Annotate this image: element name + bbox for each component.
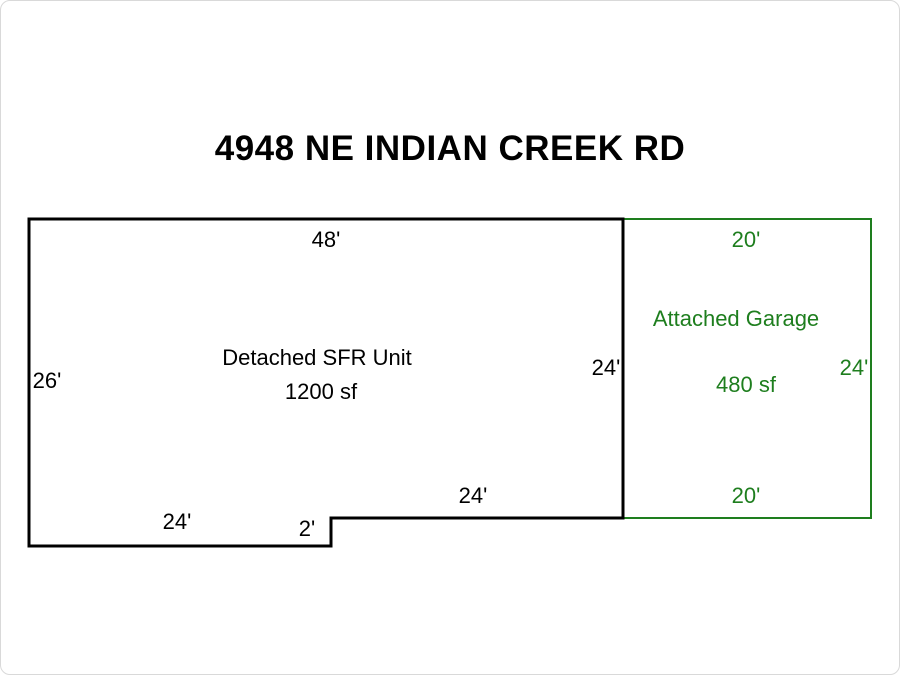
garage-dim-top: 20': [732, 227, 761, 252]
garage-dim-right: 24': [840, 355, 869, 380]
sfr-dim-step: 2': [299, 516, 315, 541]
sfr-dim-bottom-left: 24': [163, 509, 192, 534]
garage-area: 480 sf: [716, 372, 777, 397]
sfr-dim-top: 48': [312, 227, 341, 252]
garage-dim-bottom: 20': [732, 483, 761, 508]
sfr-dim-bottom-right: 24': [459, 483, 488, 508]
page-title: 4948 NE INDIAN CREEK RD: [214, 129, 686, 168]
garage-label: Attached Garage: [653, 306, 819, 331]
sfr-dim-right: 24': [592, 355, 621, 380]
sfr-label: Detached SFR Unit: [222, 345, 412, 370]
sfr-dim-left: 26': [33, 368, 62, 393]
garage-outline: [622, 218, 872, 519]
sfr-outline: [27, 217, 625, 548]
sfr-area: 1200 sf: [285, 379, 358, 404]
